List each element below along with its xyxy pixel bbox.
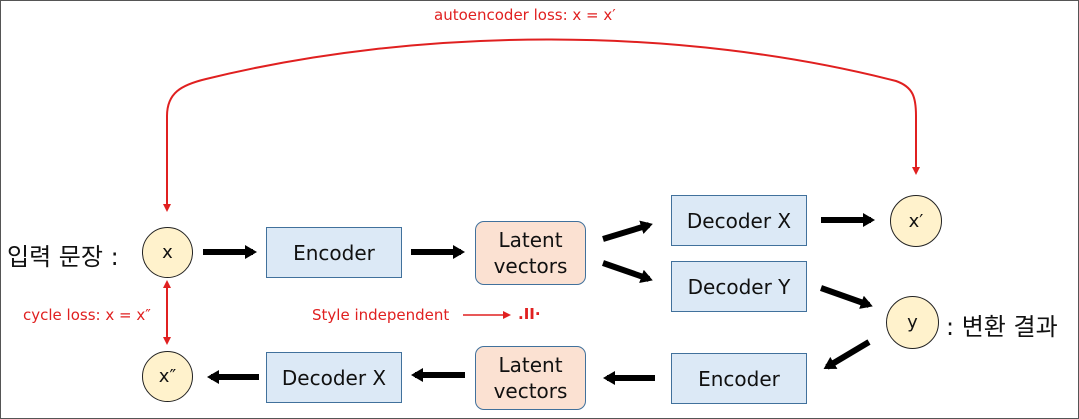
latent-top-line2: vectors — [493, 254, 568, 278]
node-y: y — [886, 296, 939, 349]
decoder-x-box-bottom: Decoder X — [266, 352, 402, 403]
style-independent-label: Style independent — [312, 306, 450, 324]
latent-bottom-line2: vectors — [493, 379, 568, 403]
encoder-box-top: Encoder — [266, 227, 402, 278]
arrow-decoder-y-to-y — [819, 285, 873, 309]
latent-vectors-box-bottom: Latent vectors — [475, 346, 586, 410]
node-x-prime: x′ — [890, 195, 942, 247]
latent-bottom-line1: Latent — [498, 353, 563, 377]
arrow-latent-to-decoder-y — [602, 260, 653, 283]
autoencoder-loss-arc — [163, 38, 920, 212]
arrow-y-to-encoder — [823, 339, 871, 370]
decoder-y-box: Decoder Y — [671, 261, 807, 312]
latent-vectors-box-top: Latent vectors — [475, 221, 586, 285]
decoder-x-box-top: Decoder X — [671, 195, 807, 246]
style-symbol: .II· — [518, 305, 541, 323]
conversion-result-label: : 변환 결과 — [946, 313, 1058, 341]
encoder-box-bottom: Encoder — [671, 353, 807, 404]
node-x-double-prime: x″ — [142, 351, 193, 402]
input-sentence-label: 입력 문장 : — [7, 243, 119, 271]
arrow-latent-to-decoder-x — [602, 220, 653, 242]
cycle-loss-label: cycle loss: x = x″ — [23, 306, 151, 324]
node-x: x — [142, 227, 193, 278]
autoencoder-loss-label: autoencoder loss: x = x′ — [434, 6, 616, 24]
latent-top-line1: Latent — [498, 228, 563, 252]
